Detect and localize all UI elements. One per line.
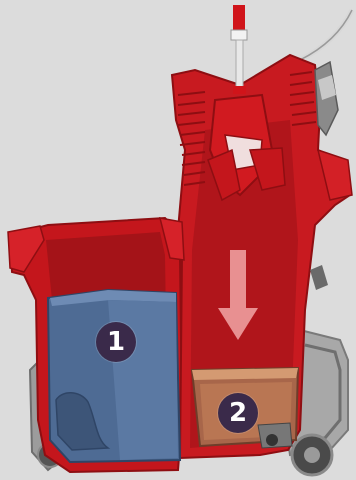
marker-2-label: 2	[229, 398, 247, 428]
marker-1: 1	[96, 322, 136, 362]
blue-insert	[48, 290, 180, 462]
marker-2: 2	[218, 393, 258, 433]
marker-1-label: 1	[107, 327, 125, 357]
